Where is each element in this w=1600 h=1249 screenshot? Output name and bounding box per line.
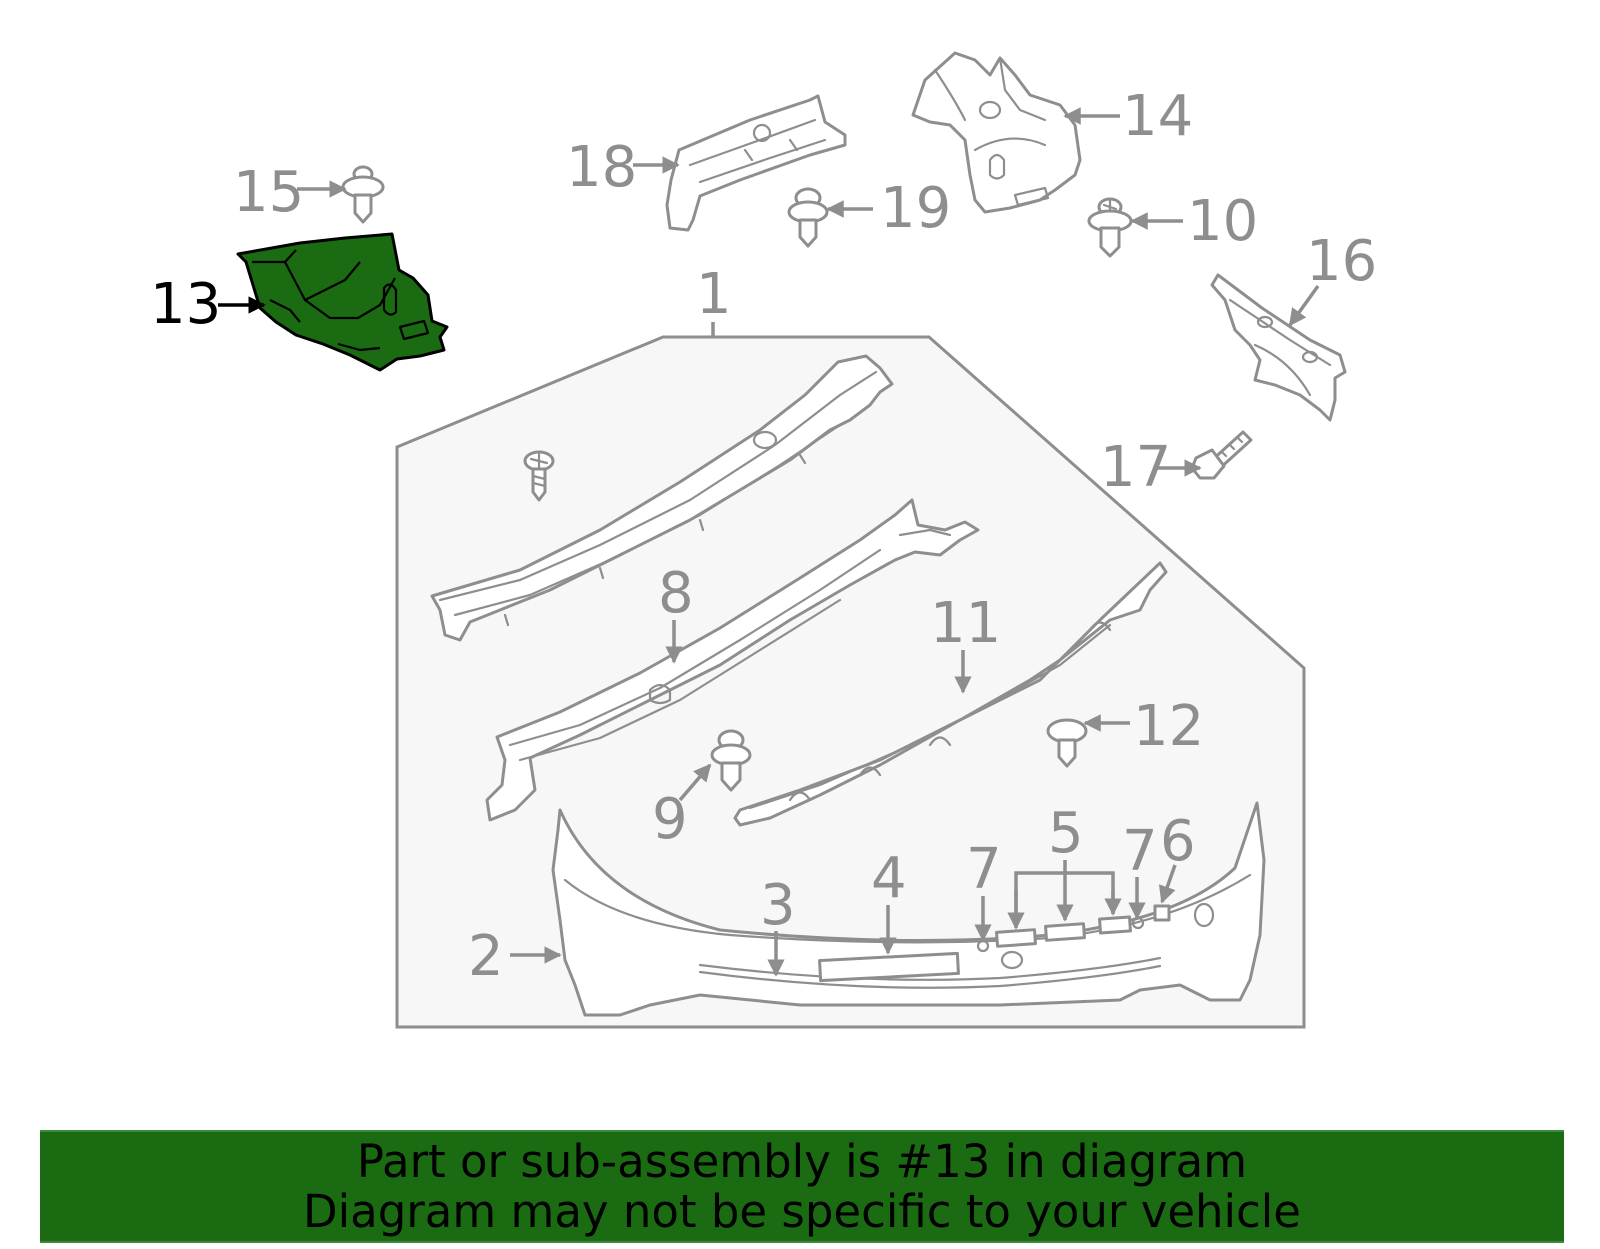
part-14-bracket[interactable] — [911, 51, 1082, 214]
part-16-bracket[interactable] — [1210, 273, 1347, 422]
part-9-clip[interactable] — [710, 729, 752, 792]
part-12-clip[interactable] — [1046, 718, 1088, 768]
callout-9[interactable]: 9 — [652, 787, 688, 852]
part-18-bracket[interactable] — [665, 94, 847, 232]
part-11-seal[interactable] — [733, 561, 1168, 827]
callout-6[interactable]: 6 — [1160, 809, 1196, 874]
callout-3[interactable]: 3 — [760, 873, 796, 938]
callout-15[interactable]: 15 — [233, 160, 304, 225]
callout-7-left[interactable]: 7 — [966, 837, 1002, 902]
part-19-clip[interactable] — [787, 187, 829, 248]
callout-14[interactable]: 14 — [1122, 84, 1193, 149]
callout-11[interactable]: 11 — [930, 591, 1001, 656]
assembly-1-outline — [395, 335, 1306, 1029]
callout-2[interactable]: 2 — [468, 924, 504, 989]
assembly-cowl-top-panel[interactable] — [430, 354, 894, 642]
callout-13[interactable]: 13 — [150, 272, 221, 337]
part-5-pads[interactable] — [995, 915, 1132, 948]
callout-16[interactable]: 16 — [1306, 229, 1377, 294]
banner-line-part-number: Part or sub-assembly is #13 in diagram — [356, 1135, 1248, 1188]
banner-line-disclaimer: Diagram may not be specific to your vehi… — [303, 1185, 1301, 1238]
callout-12[interactable]: 12 — [1133, 694, 1204, 759]
callout-19[interactable]: 19 — [880, 176, 951, 241]
callout-labels: 13 15 18 19 14 10 16 17 1 8 11 12 9 2 3 … — [150, 84, 1377, 989]
callout-1[interactable]: 1 — [696, 262, 732, 327]
part-13-highlighted[interactable] — [236, 232, 449, 372]
part-4-label-strip[interactable] — [818, 951, 960, 983]
info-banner: Part or sub-assembly is #13 in diagram D… — [40, 1130, 1564, 1243]
part-15-clip[interactable] — [341, 165, 385, 224]
callout-7-right[interactable]: 7 — [1122, 819, 1158, 884]
callout-10[interactable]: 10 — [1187, 189, 1258, 254]
callout-18[interactable]: 18 — [566, 135, 637, 200]
leader-lines — [218, 107, 1320, 977]
part-8-member[interactable] — [485, 498, 980, 822]
part-10-screw[interactable] — [1087, 197, 1133, 258]
part-17-bolt[interactable] — [1190, 430, 1253, 480]
callout-17[interactable]: 17 — [1100, 435, 1171, 500]
part-6-pad[interactable] — [1153, 904, 1171, 922]
callout-8[interactable]: 8 — [658, 561, 694, 626]
callout-4[interactable]: 4 — [871, 846, 907, 911]
callout-5[interactable]: 5 — [1048, 801, 1084, 866]
assembly-screw[interactable] — [523, 450, 555, 502]
